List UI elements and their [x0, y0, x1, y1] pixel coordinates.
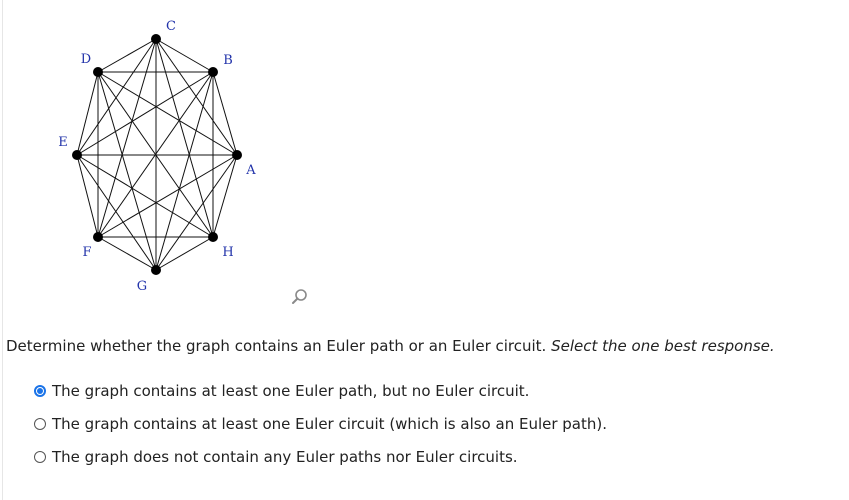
graph-edge-g-h: [155, 236, 214, 271]
radio-button-1[interactable]: [34, 384, 46, 397]
answer-options: The graph contains at least one Euler pa…: [34, 374, 607, 473]
answer-option-3[interactable]: The graph does not contain any Euler pat…: [34, 440, 607, 473]
graph-vertex-label-d: D: [81, 52, 91, 67]
magnifier-icon: [292, 289, 307, 304]
graph-edge-a-h: [212, 154, 238, 238]
graph-vertex-label-f: F: [82, 245, 91, 260]
question-instruction: Select the one best response.: [551, 337, 775, 355]
graph-edge-c-e: [76, 38, 157, 156]
graph-vertex-e: [72, 150, 82, 160]
answer-option-2[interactable]: The graph contains at least one Euler ci…: [34, 407, 607, 440]
graph-figure: A B C D E F G H: [58, 19, 256, 294]
graph-edge-a-f: [97, 154, 238, 238]
graph-edge-a-c: [155, 38, 238, 156]
graph-edge-b-e: [76, 71, 214, 156]
graph-edge-f-g: [97, 236, 157, 271]
graph-vertex-label-a: A: [245, 163, 256, 178]
radio-button-3[interactable]: [34, 450, 46, 463]
question-text: Determine whether the graph contains an …: [6, 337, 775, 355]
graph-vertex-d: [93, 67, 103, 77]
radio-button-2[interactable]: [34, 417, 46, 430]
graph-edge-c-d: [97, 38, 157, 73]
graph-edge-c-h: [155, 38, 214, 238]
graph-edges: [76, 38, 238, 271]
answer-option-1-label: The graph contains at least one Euler pa…: [52, 381, 530, 400]
answer-option-1[interactable]: The graph contains at least one Euler pa…: [34, 374, 607, 407]
graph-vertex-label-b: B: [223, 53, 233, 68]
graph-vertex-label-c: C: [166, 19, 176, 34]
zoom-button[interactable]: [289, 286, 311, 308]
graph-edge-b-c: [155, 38, 214, 73]
graph-vertex-h: [208, 232, 218, 242]
graph-vertex-label-e: E: [58, 135, 68, 150]
graph-edge-e-g: [76, 154, 157, 271]
left-border: [2, 0, 3, 500]
graph-edge-d-e: [76, 71, 99, 156]
graph-vertex-label-g: G: [137, 279, 147, 294]
graph-vertices: [72, 34, 242, 275]
graph-vertex-a: [232, 150, 242, 160]
graph-vertex-g: [151, 265, 161, 275]
graph-vertex-c: [151, 34, 161, 44]
graph-edge-e-f: [76, 154, 99, 238]
graph-vertex-b: [208, 67, 218, 77]
graph-vertex-labels: A B C D E F G H: [58, 19, 256, 294]
answer-option-3-label: The graph does not contain any Euler pat…: [52, 447, 518, 466]
graph-edge-c-f: [97, 38, 157, 238]
graph-edge-a-b: [212, 71, 238, 156]
question-main: Determine whether the graph contains an …: [6, 337, 547, 355]
graph-edge-a-d: [97, 71, 238, 156]
graph-vertex-f: [93, 232, 103, 242]
graph-edge-e-h: [76, 154, 214, 238]
graph-edge-d-h: [97, 71, 214, 238]
answer-option-2-label: The graph contains at least one Euler ci…: [52, 414, 608, 433]
graph-vertex-label-h: H: [222, 245, 233, 260]
